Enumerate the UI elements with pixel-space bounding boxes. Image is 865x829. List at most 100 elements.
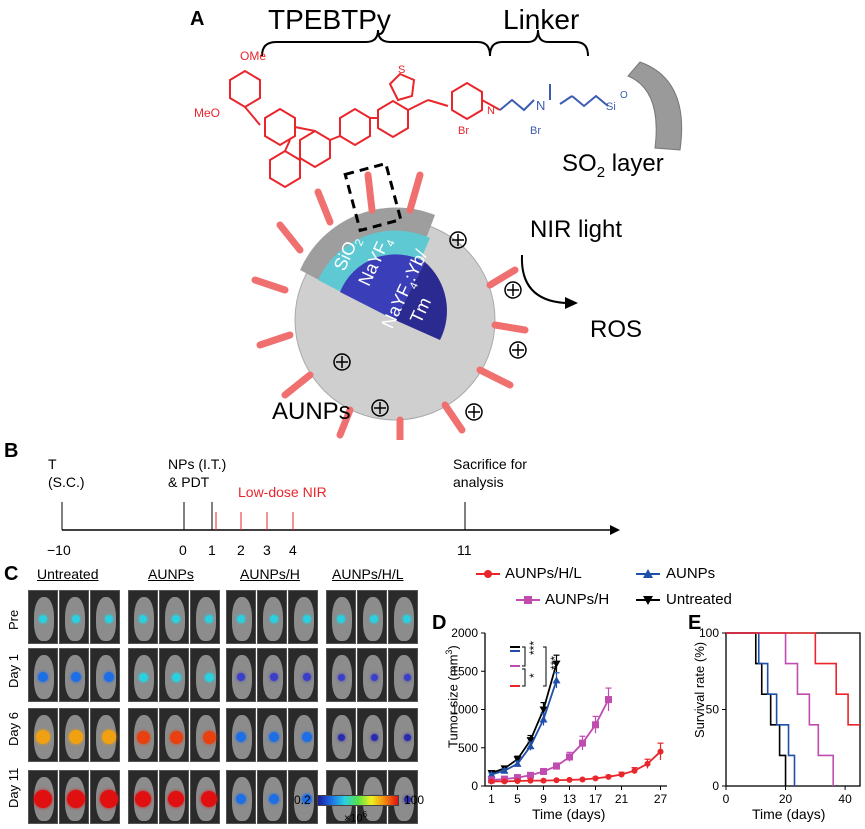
linker-label: Linker xyxy=(503,4,580,35)
data-point xyxy=(540,777,547,784)
tumor-signal xyxy=(105,615,113,623)
tumor-signal xyxy=(204,672,214,682)
data-point xyxy=(500,766,509,774)
legend-aunps-h-l: AUNPs/H/L xyxy=(505,565,582,582)
x-tick-label: 0 xyxy=(723,792,730,806)
mouse-image xyxy=(357,648,387,702)
data-point xyxy=(553,762,560,770)
nir-light-label: NIR light xyxy=(530,216,623,243)
mouse-image xyxy=(190,648,220,702)
x-tick-label: 27 xyxy=(654,792,668,806)
data-point xyxy=(644,760,651,767)
br1-text: Br xyxy=(458,125,469,137)
x-tick-label: 40 xyxy=(838,792,852,806)
low-dose-nir-label: Low-dose NIR xyxy=(238,484,327,500)
legend-aunps-h: AUNPs/H xyxy=(545,591,610,608)
n-atom: N xyxy=(487,105,495,117)
tumor-signal xyxy=(169,730,183,744)
data-point xyxy=(552,660,561,668)
panel-d-letter: D xyxy=(432,612,447,634)
tumor-signal xyxy=(370,673,378,681)
n-plus-atom: N xyxy=(536,98,545,113)
mouse-image xyxy=(128,708,158,762)
so2-layer-shape xyxy=(627,61,683,151)
data-point xyxy=(605,773,612,780)
x-tick-label: 21 xyxy=(615,792,629,806)
bioluminescence-image-grid xyxy=(28,590,430,826)
tumor-signal xyxy=(370,615,378,623)
mouse-image xyxy=(90,590,120,644)
row-day11: Day 11 xyxy=(6,767,21,808)
mouse-image xyxy=(226,708,256,762)
tumor-signal xyxy=(403,795,411,803)
sacrifice-label-1: Sacrifice for xyxy=(453,456,527,472)
mouse-image xyxy=(257,770,287,824)
group-untreated: Untreated xyxy=(37,566,99,582)
series-line xyxy=(491,699,610,781)
legend-untreated: Untreated xyxy=(666,591,732,608)
scale-min: 0.2 xyxy=(294,793,311,807)
y-tick-label: 500 xyxy=(458,741,478,755)
mouse-image xyxy=(28,770,58,824)
mouse-image xyxy=(159,770,189,824)
mouse-image xyxy=(159,590,189,644)
mouse-image xyxy=(90,770,120,824)
data-point xyxy=(579,739,586,747)
survival-curve xyxy=(726,632,834,786)
mouse-image xyxy=(59,590,89,644)
mouse-image xyxy=(226,590,256,644)
y-tick-label: 0 xyxy=(471,779,478,793)
data-point xyxy=(487,770,496,778)
sig-bracket xyxy=(522,668,526,687)
tumor-signal xyxy=(337,615,345,623)
tumor-signal xyxy=(403,733,411,741)
tumor-signal xyxy=(269,794,279,804)
sig-marker-1: *** xyxy=(527,640,541,655)
tumor-signal xyxy=(201,791,217,807)
data-point xyxy=(566,753,573,761)
data-point xyxy=(539,715,548,723)
mouse-image xyxy=(190,590,220,644)
tumor-signal xyxy=(38,672,48,682)
data-point xyxy=(657,748,664,755)
mouse-image xyxy=(288,708,318,762)
data-point xyxy=(539,706,548,714)
data-point xyxy=(552,676,561,684)
tumor-signal xyxy=(102,730,116,744)
data-point xyxy=(592,721,599,729)
data-point xyxy=(579,776,586,783)
s-atom: S xyxy=(398,64,405,76)
tumor-signal xyxy=(69,730,83,744)
mouse-image xyxy=(257,648,287,702)
data-point xyxy=(566,776,573,783)
tumor-signal xyxy=(71,672,81,682)
group-aunps: AUNPs xyxy=(148,566,194,582)
data-point xyxy=(501,778,508,785)
tumor-signal xyxy=(302,794,312,804)
tumor-signal xyxy=(34,790,52,808)
row-day1: Day 1 xyxy=(6,654,21,688)
data-point xyxy=(513,759,522,767)
y-tick-label: 2000 xyxy=(451,626,478,640)
sig-bracket xyxy=(522,646,526,667)
br2-text: Br xyxy=(530,125,541,137)
mouse-image xyxy=(128,590,158,644)
x-tick-label: 13 xyxy=(563,792,577,806)
survival-curve xyxy=(726,632,860,726)
mouse-image xyxy=(388,590,418,644)
data-point xyxy=(540,767,547,775)
tumor-signal xyxy=(370,733,378,741)
tumor-signal xyxy=(403,673,411,681)
tick-1: 1 xyxy=(208,542,216,558)
row-pre: Pre xyxy=(6,609,21,630)
data-point xyxy=(527,777,534,784)
mouse-image xyxy=(128,770,158,824)
tumor-xlabel: Time (days) xyxy=(532,806,606,822)
tumor-signal xyxy=(100,790,118,808)
y-tick-label: 100 xyxy=(699,626,719,640)
x-tick-label: 5 xyxy=(514,792,521,806)
mouse-image xyxy=(357,590,387,644)
tumor-signal xyxy=(138,672,148,682)
tick-2: 2 xyxy=(237,542,245,558)
